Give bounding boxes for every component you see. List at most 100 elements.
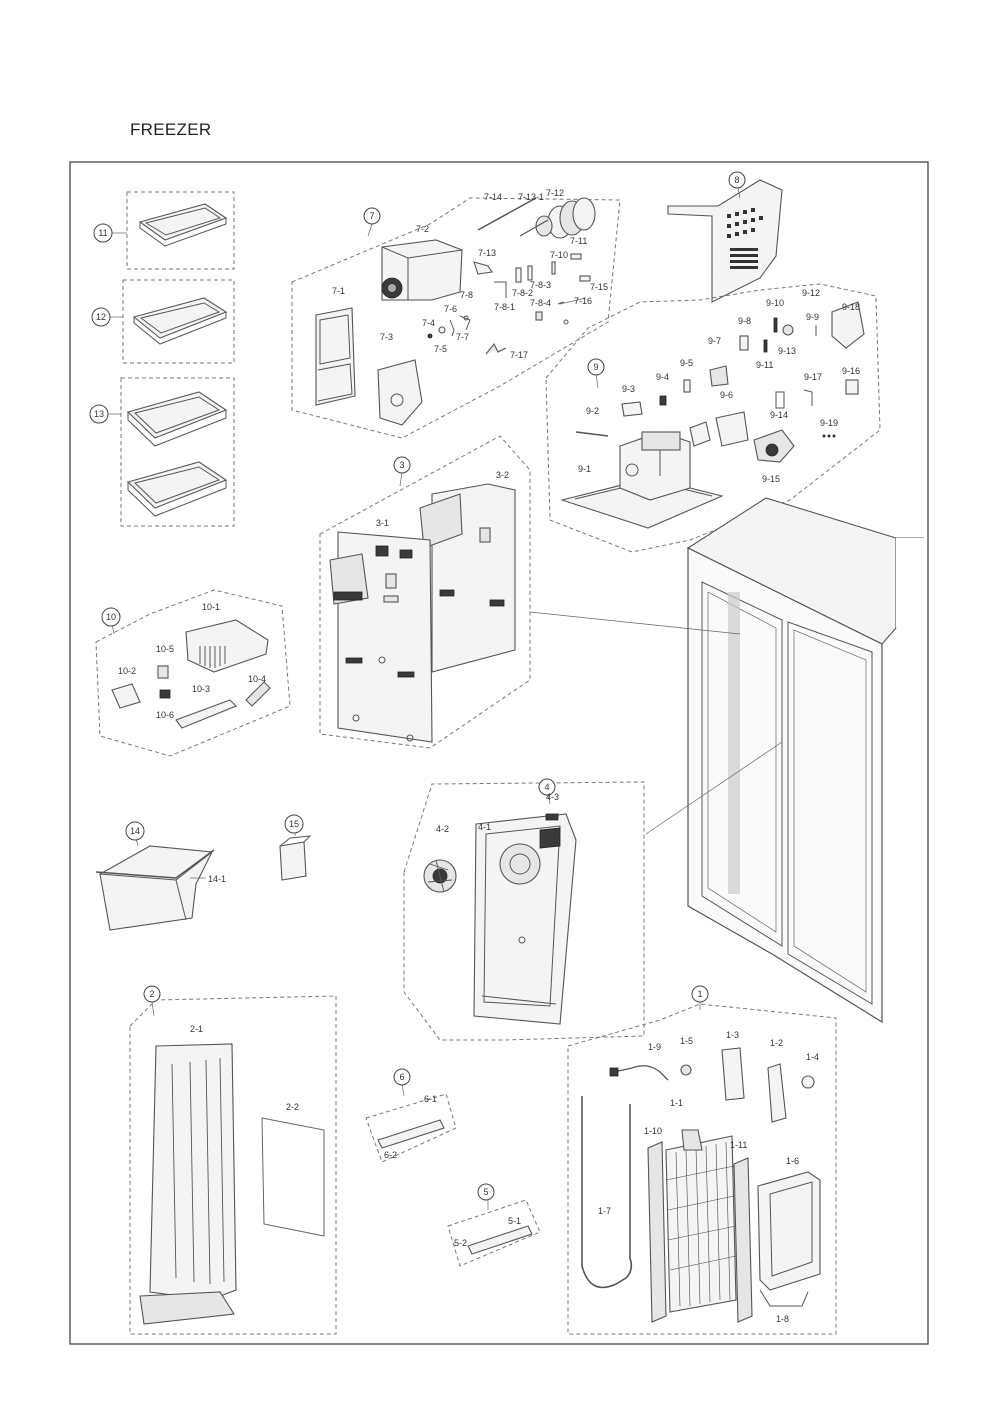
group-10 <box>95 589 291 757</box>
svg-text:9-13: 9-13 <box>778 346 796 356</box>
group-7-icemaker <box>291 197 621 439</box>
svg-text:7-16: 7-16 <box>574 296 592 306</box>
shelf-12 <box>132 297 228 345</box>
svg-text:10-2: 10-2 <box>118 666 136 676</box>
svg-text:7-8: 7-8 <box>460 290 473 300</box>
svg-text:1: 1 <box>697 989 702 999</box>
svg-text:2-2: 2-2 <box>286 1102 299 1112</box>
svg-text:9-15: 9-15 <box>762 474 780 484</box>
svg-text:9-2: 9-2 <box>586 406 599 416</box>
svg-text:9-12: 9-12 <box>802 288 820 298</box>
svg-text:9-5: 9-5 <box>680 358 693 368</box>
svg-text:1-2: 1-2 <box>770 1038 783 1048</box>
group-4-fan <box>403 781 645 1041</box>
svg-text:9-16: 9-16 <box>842 366 860 376</box>
group-2-liner <box>129 995 337 1335</box>
svg-text:1-9: 1-9 <box>648 1042 661 1052</box>
svg-text:7-15: 7-15 <box>590 282 608 292</box>
svg-text:7-4: 7-4 <box>422 318 435 328</box>
svg-text:7-2: 7-2 <box>416 224 429 234</box>
svg-text:9-14: 9-14 <box>770 410 788 420</box>
svg-text:7-7: 7-7 <box>456 332 469 342</box>
svg-text:7-11: 7-11 <box>570 236 587 246</box>
svg-text:7-12: 7-12 <box>546 188 564 198</box>
svg-text:7-13-1: 7-13-1 <box>518 192 544 202</box>
svg-text:9-17: 9-17 <box>804 372 822 382</box>
svg-text:9-11: 9-11 <box>756 360 773 370</box>
svg-text:1-5: 1-5 <box>680 1036 693 1046</box>
page-title: FREEZER <box>130 120 212 139</box>
svg-text:4: 4 <box>544 782 549 792</box>
svg-text:1-4: 1-4 <box>806 1052 819 1062</box>
shelf-13a <box>126 391 228 447</box>
svg-text:7-3: 7-3 <box>380 332 393 342</box>
svg-text:6-1: 6-1 <box>424 1094 437 1104</box>
svg-text:15: 15 <box>289 819 299 829</box>
svg-text:7-17: 7-17 <box>510 350 528 360</box>
svg-text:1-1: 1-1 <box>670 1098 683 1108</box>
group-index-markers: 11 12 13 7 8 9 3 10 4 14 15 2 1 6 5 <box>89 171 746 1201</box>
svg-text:1-10: 1-10 <box>644 1126 662 1136</box>
svg-text:2: 2 <box>149 989 154 999</box>
shelf-11 <box>138 203 228 247</box>
svg-text:1-8: 1-8 <box>776 1314 789 1324</box>
svg-text:7-10: 7-10 <box>550 250 568 260</box>
group-15 <box>279 830 312 881</box>
svg-text:7: 7 <box>369 211 374 221</box>
svg-text:7-14: 7-14 <box>484 192 502 202</box>
svg-text:9-9: 9-9 <box>806 312 819 322</box>
svg-text:7-8-2: 7-8-2 <box>512 288 533 298</box>
svg-text:7-8-4: 7-8-4 <box>530 298 551 308</box>
svg-text:8: 8 <box>734 175 739 185</box>
svg-text:10: 10 <box>106 612 116 622</box>
group-1-evaporator <box>567 1000 837 1335</box>
svg-text:1-3: 1-3 <box>726 1030 739 1040</box>
svg-text:5-2: 5-2 <box>454 1238 467 1248</box>
svg-text:4-1: 4-1 <box>478 822 491 832</box>
svg-text:9-10: 9-10 <box>766 298 784 308</box>
svg-text:3-2: 3-2 <box>496 470 509 480</box>
svg-text:10-1: 10-1 <box>202 602 220 612</box>
svg-text:1-7: 1-7 <box>598 1206 611 1216</box>
svg-text:7-13: 7-13 <box>478 248 496 258</box>
group-14-bin <box>95 837 215 931</box>
svg-text:7-8-1: 7-8-1 <box>494 302 515 312</box>
svg-text:14: 14 <box>130 826 140 836</box>
shelf-13b <box>126 461 228 517</box>
svg-text:10-5: 10-5 <box>156 644 174 654</box>
svg-text:6: 6 <box>399 1072 404 1082</box>
group-8-cover <box>667 179 783 303</box>
fan-4-2 <box>423 859 457 893</box>
svg-text:4-3: 4-3 <box>546 792 559 802</box>
diagram-frame <box>69 161 929 1345</box>
svg-text:14-1: 14-1 <box>208 874 226 884</box>
shelves-column <box>108 191 235 527</box>
svg-text:10-3: 10-3 <box>192 684 210 694</box>
svg-text:12: 12 <box>96 312 106 322</box>
svg-text:9-6: 9-6 <box>720 390 733 400</box>
svg-text:5: 5 <box>483 1187 488 1197</box>
svg-text:11: 11 <box>98 228 107 238</box>
svg-text:9-7: 9-7 <box>708 336 721 346</box>
svg-text:2-1: 2-1 <box>190 1024 203 1034</box>
svg-text:1-11: 1-11 <box>730 1140 747 1150</box>
svg-text:3: 3 <box>399 460 404 470</box>
svg-text:10-6: 10-6 <box>156 710 174 720</box>
svg-text:9-19: 9-19 <box>820 418 838 428</box>
svg-text:7-6: 7-6 <box>444 304 457 314</box>
svg-text:13: 13 <box>94 409 104 419</box>
svg-text:9-1: 9-1 <box>578 464 591 474</box>
fridge-cabinet <box>529 497 924 1024</box>
svg-text:7-1: 7-1 <box>332 286 345 296</box>
part-labels: 7-14 7-13-1 7-12 7-2 7-13 7-11 7-10 7-15… <box>118 188 860 1324</box>
svg-text:10-4: 10-4 <box>248 674 266 684</box>
svg-text:4-2: 4-2 <box>436 824 449 834</box>
svg-text:1-6: 1-6 <box>786 1156 799 1166</box>
svg-text:6-2: 6-2 <box>384 1150 397 1160</box>
group-5 <box>447 1198 541 1267</box>
svg-text:9-4: 9-4 <box>656 372 669 382</box>
auger-7-12 <box>535 197 596 239</box>
svg-text:9-8: 9-8 <box>738 316 751 326</box>
svg-text:9-3: 9-3 <box>622 384 635 394</box>
